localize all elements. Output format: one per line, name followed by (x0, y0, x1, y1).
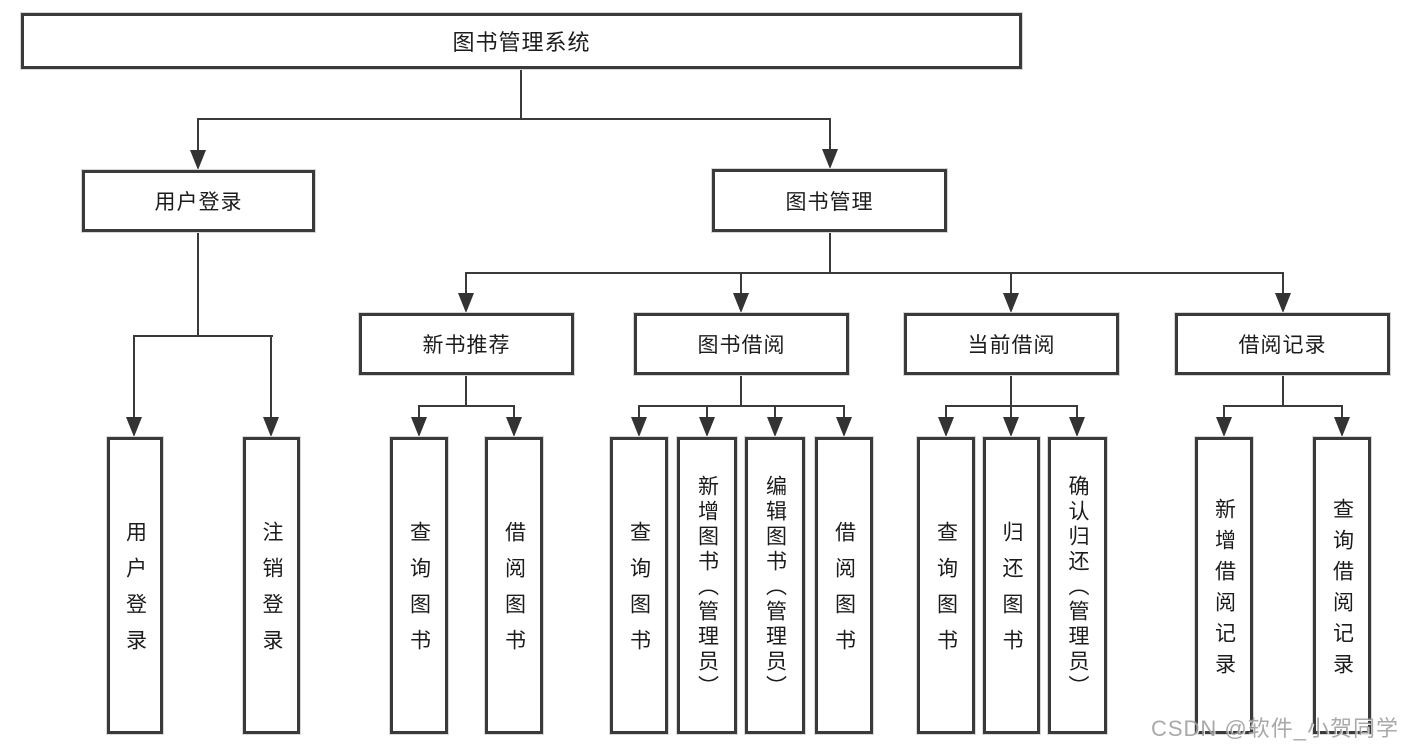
connector-hline (1224, 405, 1343, 407)
node-label: 用户登录 (154, 191, 243, 214)
leaf-edit-books-admin: 编辑图书（管理员） (745, 437, 805, 734)
leaf-label: 用户登录 (123, 521, 147, 665)
leaf-add-borrow-record: 新增借阅记录 (1195, 437, 1253, 734)
connector-arrowhead (733, 293, 749, 313)
connector-hline (134, 335, 273, 337)
connector-hline (419, 405, 515, 407)
connector-vline (1010, 375, 1012, 406)
leaf-label: 借阅图书 (832, 521, 856, 665)
connector-hline (466, 272, 1284, 274)
connector-vline (513, 405, 515, 421)
connector-arrowhead (1334, 417, 1350, 437)
connector-hline (197, 118, 831, 120)
connector-vline (706, 405, 708, 421)
leaf-query-borrow-record: 查询借阅记录 (1313, 437, 1371, 734)
connector-vline (1010, 405, 1012, 421)
leaf-label: 查询图书 (407, 521, 431, 665)
connector-arrowhead (836, 417, 852, 437)
node-book-borrowing: 图书借阅 (634, 313, 849, 375)
leaf-borrow-books-recommend: 借阅图书 (485, 437, 543, 734)
leaf-confirm-return-admin: 确认归还（管理员） (1048, 437, 1107, 734)
connector-vline (418, 405, 420, 421)
leaf-user-login: 用户登录 (107, 437, 163, 734)
leaf-query-books-recommend: 查询图书 (390, 437, 448, 734)
leaf-label: 新增借阅记录 (1212, 497, 1236, 684)
leaf-label: 编辑图书（管理员） (763, 475, 787, 700)
connector-vline (829, 118, 831, 153)
connector-arrowhead (822, 149, 838, 169)
connector-vline (197, 232, 199, 336)
connector-vline (638, 405, 640, 421)
connector-vline (1010, 272, 1012, 296)
csdn-watermark: CSDN @软件_小贺同学 (1150, 716, 1399, 741)
connector-vline (1223, 405, 1225, 421)
connector-hline (639, 405, 845, 407)
leaf-query-books-current: 查询图书 (917, 437, 975, 734)
connector-arrowhead (458, 293, 474, 313)
connector-hline (946, 405, 1078, 407)
connector-arrowhead (938, 417, 954, 437)
connector-vline (1076, 405, 1078, 421)
node-new-book-recommendation: 新书推荐 (359, 313, 574, 375)
connector-vline (945, 405, 947, 421)
connector-vline (1341, 405, 1343, 421)
connector-arrowhead (411, 417, 427, 437)
leaf-borrow-books: 借阅图书 (815, 437, 873, 734)
node-label: 借阅记录 (1238, 334, 1327, 357)
connector-vline (1282, 272, 1284, 296)
connector-vline (465, 272, 467, 296)
connector-arrowhead (1216, 417, 1232, 437)
node-user-login: 用户登录 (82, 170, 315, 232)
connector-arrowhead (506, 417, 522, 437)
connector-arrowhead (1003, 293, 1019, 313)
connector-vline (465, 375, 467, 406)
node-library-management-system: 图书管理系统 (21, 13, 1022, 69)
leaf-label: 新增图书（管理员） (695, 475, 719, 700)
connector-vline (270, 335, 272, 420)
leaf-label: 确认归还（管理员） (1066, 475, 1089, 700)
leaf-label: 查询图书 (627, 521, 651, 665)
leaf-return-books: 归还图书 (983, 437, 1040, 734)
connector-vline (520, 69, 522, 120)
node-label: 图书管理 (785, 190, 874, 214)
leaf-label: 借阅图书 (502, 521, 526, 665)
connector-arrowhead (631, 417, 647, 437)
node-label: 当前借阅 (967, 334, 1056, 357)
connector-vline (1282, 375, 1284, 406)
node-label: 新书推荐 (422, 334, 511, 357)
connector-vline (843, 405, 845, 421)
connector-arrowhead (699, 417, 715, 437)
connector-vline (774, 405, 776, 421)
leaf-label: 查询借阅记录 (1330, 497, 1354, 684)
connector-vline (133, 335, 135, 420)
connector-vline (740, 375, 742, 406)
node-borrowing-records: 借阅记录 (1175, 313, 1390, 375)
connector-vline (197, 118, 199, 154)
connector-arrowhead (767, 417, 783, 437)
leaf-logout: 注销登录 (243, 437, 300, 734)
connector-arrowhead (1003, 417, 1019, 437)
leaf-label: 查询图书 (934, 521, 958, 665)
node-label: 图书管理系统 (452, 30, 591, 55)
node-current-borrowing: 当前借阅 (904, 313, 1119, 375)
leaf-label: 归还图书 (1000, 521, 1023, 665)
connector-arrowhead (1069, 417, 1085, 437)
leaf-label: 注销登录 (260, 521, 283, 665)
leaf-add-books-admin: 新增图书（管理员） (677, 437, 737, 734)
connector-arrowhead (190, 150, 206, 170)
node-label: 图书借阅 (697, 334, 786, 357)
connector-arrowhead (1275, 293, 1291, 313)
connector-arrowhead (126, 417, 142, 437)
leaf-query-books-borrowing: 查询图书 (610, 437, 668, 734)
node-book-management: 图书管理 (712, 169, 947, 232)
connector-arrowhead (263, 417, 279, 437)
connector-vline (829, 232, 831, 274)
connector-vline (740, 272, 742, 296)
